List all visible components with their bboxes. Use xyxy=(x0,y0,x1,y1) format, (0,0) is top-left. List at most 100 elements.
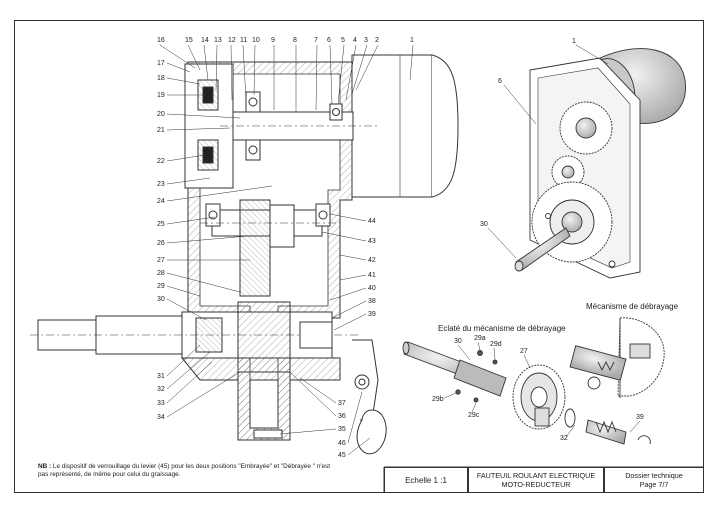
exploded-view xyxy=(402,341,651,445)
part-number: 17 xyxy=(157,60,165,67)
part-number: 41 xyxy=(368,272,376,279)
iso-labels: 1 6 30 xyxy=(480,38,576,228)
part-number: 2 xyxy=(375,37,379,44)
part-number: 25 xyxy=(157,221,165,228)
note-prefix: NB : xyxy=(38,463,53,470)
part-number: 36 xyxy=(338,413,346,420)
part-number: 1 xyxy=(572,38,576,45)
part-number: 26 xyxy=(157,240,165,247)
part-number: 1 xyxy=(410,37,414,44)
lever-handle xyxy=(356,409,387,455)
part-number: 24 xyxy=(157,198,165,205)
bearing-c xyxy=(329,103,343,121)
intermediate-gear xyxy=(239,199,271,297)
part-number: 34 xyxy=(157,414,165,421)
part-number: 46 xyxy=(338,440,346,447)
part-number: 19 xyxy=(157,92,165,99)
part-number: 3 xyxy=(364,37,368,44)
exploded-spring xyxy=(595,420,617,434)
part-number: 40 xyxy=(368,285,376,292)
part-number: 16 xyxy=(157,37,165,44)
part-number: 29d xyxy=(490,341,502,348)
section-right-labels: 44 43 42 41 40 38 39 37 36 35 46 45 xyxy=(338,218,376,459)
part-number: 20 xyxy=(157,111,165,118)
part-number: 28 xyxy=(157,270,165,277)
part-number: 21 xyxy=(157,127,165,134)
exploded-circlip xyxy=(637,435,651,445)
pinion xyxy=(269,204,295,248)
section-top-labels: 16 15 14 13 12 11 10 9 8 7 6 5 4 3 2 1 xyxy=(157,37,414,44)
part-number: 15 xyxy=(185,37,193,44)
part-number: 27 xyxy=(520,348,528,355)
part-number: 33 xyxy=(157,400,165,407)
document-label: Dossier technique xyxy=(625,471,683,480)
coil-bottom xyxy=(202,146,214,164)
part-number: 8 xyxy=(293,37,297,44)
part-number: 18 xyxy=(157,75,165,82)
bearing-e xyxy=(315,203,331,227)
part-number: 29 xyxy=(157,283,165,290)
scale-cell: Echelle 1 :1 xyxy=(384,467,468,493)
title-line-1: FAUTEUIL ROULANT ELECTRIQUE xyxy=(476,471,596,480)
section-view xyxy=(30,54,459,455)
isometric-view xyxy=(514,48,686,279)
exploded-leader-lines xyxy=(443,341,641,438)
part-number: 6 xyxy=(327,37,331,44)
part-number: 4 xyxy=(353,37,357,44)
part-number: 39 xyxy=(368,311,376,318)
bearing-d xyxy=(205,203,221,227)
title-cell: FAUTEUIL ROULANT ELECTRIQUE MOTO-REDUCTE… xyxy=(468,467,604,493)
part-number: 43 xyxy=(368,238,376,245)
clutch-sleeve xyxy=(299,321,333,349)
part-number: 32 xyxy=(560,435,568,442)
right-leader-lines xyxy=(279,213,371,456)
part-number: 31 xyxy=(157,373,165,380)
mechanism-view-title: Mécanisme de débrayage xyxy=(586,302,679,311)
mechanism-detail xyxy=(569,317,665,398)
part-number: 27 xyxy=(157,257,165,264)
part-number: 12 xyxy=(228,37,236,44)
part-number: 35 xyxy=(338,426,346,433)
part-number: 39 xyxy=(636,414,644,421)
iso-leader-lines xyxy=(487,44,609,259)
left-leader-lines xyxy=(166,62,273,418)
part-number: 30 xyxy=(480,221,488,228)
part-number: 7 xyxy=(314,37,318,44)
document-cell: Dossier technique Page 7/7 xyxy=(604,467,704,493)
title-line-2: MOTO-REDUCTEUR xyxy=(501,480,571,489)
exploded-labels: 30 29a 29d 27 29b 29c 32 39 xyxy=(432,335,644,442)
part-number: 6 xyxy=(498,78,502,85)
exploded-view-title: Eclaté du mécanisme de débrayage xyxy=(438,324,566,333)
note-text: Le dispositif de verrouillage du levier … xyxy=(38,463,330,478)
part-number: 42 xyxy=(368,257,376,264)
part-number: 29c xyxy=(468,412,480,419)
exploded-pin xyxy=(585,419,627,445)
part-number: 29b xyxy=(432,396,444,403)
part-number: 30 xyxy=(157,296,165,303)
bearing-a xyxy=(245,91,261,113)
top-leader-lines xyxy=(159,44,414,112)
part-number: 29a xyxy=(474,335,486,342)
bearing-b xyxy=(245,139,261,161)
drawing-frame xyxy=(14,20,704,493)
scale-label: Echelle 1 :1 xyxy=(405,475,447,485)
part-number: 38 xyxy=(368,298,376,305)
section-left-labels: 17 18 19 20 21 22 23 24 25 26 27 28 29 3… xyxy=(157,60,165,421)
part-number: 5 xyxy=(341,37,345,44)
motor-endcap xyxy=(431,54,459,198)
part-number: 23 xyxy=(157,181,165,188)
part-number: 30 xyxy=(454,338,462,345)
part-number: 13 xyxy=(214,37,222,44)
part-number: 37 xyxy=(338,400,346,407)
page-label: Page 7/7 xyxy=(639,480,669,489)
part-number: 32 xyxy=(157,386,165,393)
mechanism-spring xyxy=(597,360,615,372)
part-number: 11 xyxy=(240,37,247,44)
part-number: 9 xyxy=(271,37,275,44)
drawing-note: NB : Le dispositif de verrouillage du le… xyxy=(38,463,338,479)
part-number: 14 xyxy=(201,37,209,44)
part-number: 10 xyxy=(252,37,260,44)
part-number: 22 xyxy=(157,158,165,165)
